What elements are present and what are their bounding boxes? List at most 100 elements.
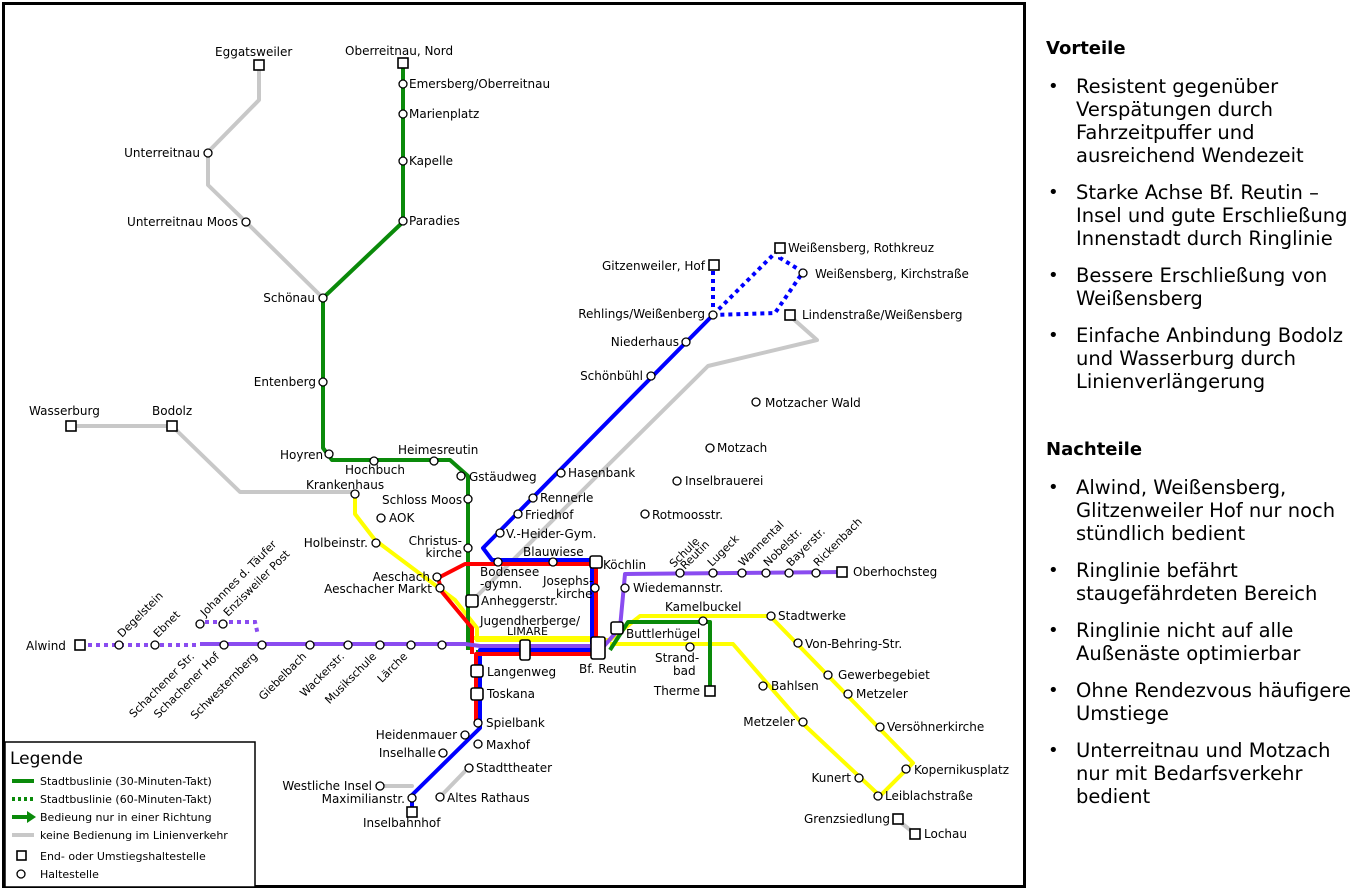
- label-blauwiese: Blauwiese: [523, 545, 584, 559]
- pros-cons-panel: Vorteile •Resistent gegenüber Verspätung…: [1046, 38, 1366, 822]
- legend-square-icon: [16, 850, 27, 861]
- label-schoenbuehl: Schönbühl: [580, 369, 643, 383]
- network-map: Eggatsweiler Oberreitnau, Nord Emersberg…: [4, 44, 1009, 888]
- label-lugeck: Lugeck: [705, 532, 742, 569]
- label-therme: Therme: [653, 684, 700, 698]
- legend-item-terminal: End- oder Umstiegshaltestelle: [40, 850, 206, 863]
- label-wiedemannstr: Wiedemannstr.: [633, 581, 723, 595]
- label-alwind: Alwind: [26, 639, 66, 653]
- label-jugendherberge-1: Jugendherberge/: [479, 614, 581, 628]
- vorteil-item: •Bessere Erschließung von Weißensberg: [1048, 264, 1328, 310]
- label-hochbuch: Hochbuch: [345, 463, 405, 477]
- label-aok: AOK: [389, 511, 415, 525]
- label-niederhaus: Niederhaus: [611, 335, 679, 349]
- terminal-squares: [65, 57, 921, 840]
- label-inselbahnhof: Inselbahnhof: [363, 816, 441, 830]
- network-map-frame: [2, 2, 1026, 888]
- label-anheggerstr: Anheggerstr.: [481, 594, 558, 608]
- label-aeschacher-markt: Aeschacher Markt: [324, 582, 432, 596]
- label-kunert: Kunert: [811, 771, 851, 785]
- bullet-icon: •: [1048, 560, 1059, 581]
- vorteil-item: •Starke Achse Bf. Reutin – Insel und gut…: [1048, 181, 1348, 250]
- label-motzach: Motzach: [717, 441, 767, 455]
- label-paradies: Paradies: [409, 214, 460, 228]
- nachteil-item: •Ohne Rendezvous häufigere Umstiege: [1048, 679, 1351, 725]
- label-lindenstrasse: Lindenstraße/Weißensberg: [802, 308, 962, 322]
- label-inselhalle: Inselhalle: [379, 746, 436, 760]
- vorteil-item: •Einfache Anbindung Bodolz und Wasserbur…: [1048, 324, 1343, 393]
- label-laerche: Lärche: [375, 650, 410, 685]
- label-heimesreutin: Heimesreutin: [398, 443, 478, 457]
- nachteil-item: •Unterreitnau und Motzach nur mit Bedarf…: [1048, 739, 1331, 808]
- bullet-icon: •: [1048, 740, 1059, 761]
- label-oberhochsteg: Oberhochsteg: [853, 565, 937, 579]
- label-unterreitnau: Unterreitnau: [124, 146, 200, 160]
- label-jugendherberge-2: LIMARE: [507, 625, 548, 638]
- bullet-icon: •: [1048, 620, 1059, 641]
- bullet-icon: •: [1048, 325, 1059, 346]
- label-kapelle: Kapelle: [409, 154, 453, 168]
- label-grenzsiedlung: Grenzsiedlung: [804, 812, 890, 826]
- label-aeschach: Aeschach: [373, 570, 430, 584]
- label-gitzenweiler-hof: Gitzenweiler, Hof: [602, 259, 706, 273]
- label-stadttheater: Stadttheater: [476, 761, 552, 775]
- label-christuskirche-2: kirche: [425, 546, 462, 560]
- label-schoenau: Schönau: [263, 291, 315, 305]
- nachteil-item: •Ringlinie nicht auf alle Außenäste opti…: [1048, 619, 1301, 665]
- vorteil-item: •Resistent gegenüber Verspätungen durch …: [1048, 75, 1304, 167]
- label-hoyren: Hoyren: [280, 448, 323, 462]
- label-versoehnerkirche: Versöhnerkirche: [887, 720, 984, 734]
- label-bodensee-gym-2: -gymn.: [480, 577, 522, 591]
- label-oberreitnau-nord: Oberreitnau, Nord: [345, 44, 453, 58]
- label-eggatsweiler: Eggatsweiler: [215, 45, 292, 59]
- label-stadtwerke: Stadtwerke: [778, 609, 846, 623]
- nachteil-item: •Ringlinie befährt staugefährdeten Berei…: [1048, 559, 1318, 605]
- label-rotmoosstr: Rotmoosstr.: [652, 508, 723, 522]
- label-hasenbank: Hasenbank: [568, 466, 635, 480]
- legend-circle-icon: [16, 869, 26, 879]
- label-holbeinstr: Holbeinstr.: [304, 536, 368, 550]
- bullet-icon: •: [1048, 477, 1059, 498]
- nachteile-heading: Nachteile: [1046, 439, 1143, 460]
- label-weissensberg-rothkreuz: Weißensberg, Rothkreuz: [788, 241, 934, 255]
- bullet-icon: •: [1048, 680, 1059, 701]
- label-strandbad-2: bad: [673, 664, 696, 678]
- label-langenweg: Langenweg: [487, 665, 556, 679]
- label-toskana: Toskana: [486, 687, 535, 701]
- label-maxhof: Maxhof: [486, 738, 531, 752]
- label-krankenhaus: Krankenhaus: [306, 478, 384, 492]
- label-v-heider: V.-Heider-Gym.: [506, 527, 596, 541]
- station-labels: Eggatsweiler Oberreitnau, Nord Emersberg…: [26, 44, 1009, 841]
- label-lochau: Lochau: [924, 827, 967, 841]
- legend-item-one-direction: Bedieung nur in einer Richtung: [40, 811, 212, 824]
- label-gewerbegebiet: Gewerbegebiet: [838, 668, 930, 682]
- nachteile-list: •Alwind, Weißensberg, Glitzenweiler Hof …: [1046, 476, 1366, 808]
- label-rennerle: Rennerle: [540, 491, 593, 505]
- bullet-icon: •: [1048, 76, 1059, 97]
- nachteil-item: •Alwind, Weißensberg, Glitzenweiler Hof …: [1048, 476, 1336, 545]
- label-kopernikusplatz: Kopernikusplatz: [914, 763, 1009, 777]
- label-leiblachstrasse: Leiblachstraße: [885, 789, 973, 803]
- legend-arrow-head-icon: [27, 811, 36, 823]
- label-marienplatz: Marienplatz: [409, 107, 479, 121]
- label-josephskirche-1: Josephs-: [542, 574, 593, 588]
- label-koechlin: Köchlin: [603, 558, 646, 572]
- label-bodensee-gym-1: Bodensee: [480, 565, 539, 579]
- stop-circles: [114, 79, 911, 803]
- label-strandbad-1: Strand-: [655, 651, 699, 665]
- label-bf-reutin: Bf. Reutin: [579, 662, 637, 676]
- label-rehlings: Rehlings/Weißenberg: [578, 307, 705, 321]
- label-unterreitnau-moos: Unterreitnau Moos: [127, 215, 238, 229]
- legend-title: Legende: [10, 749, 83, 769]
- label-weissensberg-kirchstrasse: Weißensberg, Kirchstraße: [815, 267, 969, 281]
- label-inselbrauerei: Inselbrauerei: [685, 474, 763, 488]
- label-christuskirche-1: Christus-: [409, 534, 462, 548]
- bullet-icon: •: [1048, 265, 1059, 286]
- label-westliche-insel: Westliche Insel: [282, 779, 372, 793]
- label-gstaeudweg: Gstäudweg: [469, 470, 537, 484]
- label-metzeler-1: Metzeler: [856, 687, 908, 701]
- label-friedhof: Friedhof: [525, 508, 574, 522]
- legend-item-no-service: keine Bedienung im Linienverkehr: [40, 829, 228, 842]
- label-josephskirche-2: kirche: [556, 587, 593, 601]
- legend: Legende Stadtbuslinie (30-Minuten-Takt) …: [4, 741, 256, 888]
